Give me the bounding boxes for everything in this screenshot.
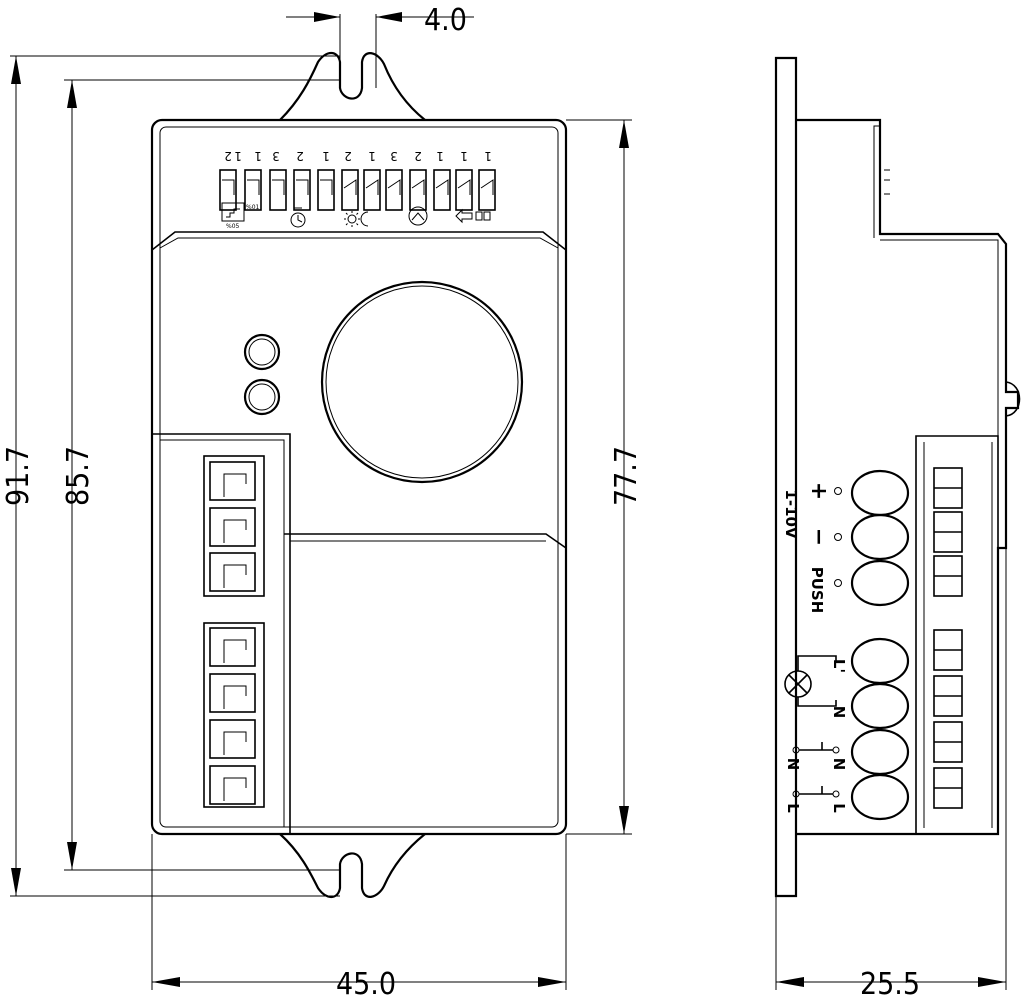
dip-function-icons: %01 %05 <box>221 202 491 230</box>
dimension-front-height: 77.7 <box>609 446 644 506</box>
detection-range-icon <box>408 206 428 226</box>
side-view: + − 1-10V PUSH L' N N N L L <box>774 56 1021 898</box>
dip-number: 2 <box>414 149 422 163</box>
label-n-1: N <box>830 706 848 719</box>
arrow-icon <box>455 208 491 224</box>
dip-number: 2 <box>224 149 232 163</box>
dip-number: 1 <box>436 149 444 163</box>
dimension-body-height: 85.7 <box>61 446 96 506</box>
top-mounting-ear <box>279 51 426 121</box>
front-dimensions: 4.0 91.7 85.7 77.7 45.0 <box>1 3 644 1000</box>
dip-number: 3 <box>272 149 280 163</box>
dimension-overall-height: 91.7 <box>1 446 36 506</box>
label-n-left: N <box>784 758 802 771</box>
dip-number: 1 <box>484 149 492 163</box>
timer-icon <box>290 207 306 228</box>
dimension-width: 45.0 <box>336 967 396 1000</box>
terminal-blocks-side <box>933 467 963 809</box>
terminal-section-outline <box>152 433 291 834</box>
led-bottom-inner <box>248 383 276 411</box>
switch-wiring <box>792 742 840 798</box>
dimension-top-width: 4.0 <box>424 3 467 38</box>
settings-panel-inner-line <box>159 237 559 249</box>
device-body <box>150 118 568 836</box>
label-l-right: L <box>830 803 848 813</box>
sensor-lens <box>320 280 524 484</box>
dip-switch-numbers: 2 1 1 3 2 1 2 1 3 2 1 1 1 <box>224 149 492 163</box>
label-push: PUSH <box>808 567 826 614</box>
label-minus: − <box>806 528 831 546</box>
label-plus: + <box>806 482 831 500</box>
led-bottom <box>243 378 281 416</box>
stepdim-icon: %01 %05 <box>221 202 260 230</box>
wire-entry-holes <box>850 469 910 821</box>
label-load-live: L' <box>830 659 848 673</box>
lamp-icon <box>784 655 837 707</box>
label-n-right: N <box>830 758 848 771</box>
percent-bottom-label: %05 <box>226 223 240 230</box>
terminal-labels: + − 1-10V PUSH L' N N N L L <box>782 482 848 813</box>
led-top <box>243 333 281 371</box>
dimension-depth: 25.5 <box>860 967 920 1000</box>
dip-number: 1 <box>254 149 262 163</box>
dip-number: 2 <box>296 149 304 163</box>
label-dim-range: 1-10V <box>782 489 800 539</box>
settings-panel-outline <box>151 231 567 251</box>
dip-number: 1 <box>234 149 242 163</box>
led-top-inner <box>248 338 276 366</box>
sensor-lens-inner <box>325 285 519 479</box>
dip-number: 2 <box>344 149 352 163</box>
bottom-mounting-ear <box>279 833 426 899</box>
dip-number: 1 <box>460 149 468 163</box>
dip-switch-bank <box>219 169 496 211</box>
label-l-left: L <box>784 803 802 813</box>
daylight-sensor-icon <box>344 211 369 227</box>
mounting-plate <box>774 56 798 898</box>
front-view: 2 1 1 3 2 1 2 1 3 2 1 1 1 %01 %05 <box>150 51 568 899</box>
device-body-inner <box>159 126 559 828</box>
side-terminal-housing <box>915 435 999 835</box>
lower-panel-divider <box>284 533 567 549</box>
side-dimensions: 25.5 <box>775 548 1007 1000</box>
percent-top-label: %01 <box>246 204 260 211</box>
terminal-blocks-front <box>203 455 265 808</box>
side-lens-protrusion <box>1005 381 1021 417</box>
dip-number: 3 <box>390 149 398 163</box>
dip-number: 1 <box>322 149 330 163</box>
side-body-profile <box>796 118 1020 836</box>
dip-number: 1 <box>368 149 376 163</box>
